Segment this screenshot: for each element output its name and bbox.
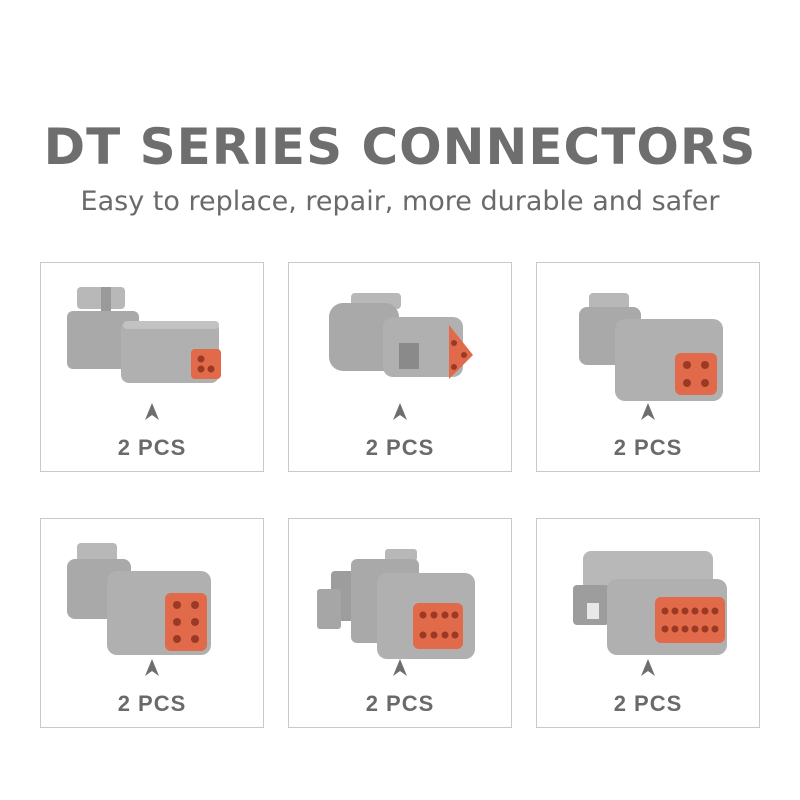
quantity-label: 2 PCS: [365, 435, 435, 460]
page-title: DT SERIES CONNECTORS: [43, 118, 757, 176]
quantity-label: 2 PCS: [613, 435, 683, 460]
connector-4pin-image: [579, 293, 723, 401]
connector-3pin-image: [329, 293, 473, 379]
product-card-2pin: 2 PCS: [40, 262, 264, 472]
arrow-up-icon: [41, 403, 263, 426]
product-card-6pin: 2 PCS: [40, 518, 264, 728]
arrow-up-icon: [537, 403, 759, 426]
arrow-up-icon: [41, 659, 263, 682]
page-subtitle: Easy to replace, repair, more durable an…: [80, 186, 720, 217]
product-card-12pin: 2 PCS: [536, 518, 760, 728]
quantity-label: 2 PCS: [117, 691, 187, 716]
product-card-8pin: 2 PCS: [288, 518, 512, 728]
connector-6pin-image: [67, 543, 211, 655]
quantity-label: 2 PCS: [613, 691, 683, 716]
connector-2pin-image: [67, 287, 221, 383]
arrow-up-icon: [289, 659, 511, 682]
connector-12pin-image: [573, 551, 727, 655]
quantity-label: 2 PCS: [365, 691, 435, 716]
arrow-up-icon: [289, 403, 511, 426]
quantity-label: 2 PCS: [117, 435, 187, 460]
product-card-3pin: 2 PCS: [288, 262, 512, 472]
arrow-up-icon: [537, 659, 759, 682]
product-card-4pin: 2 PCS: [536, 262, 760, 472]
connector-8pin-image: [317, 549, 475, 659]
